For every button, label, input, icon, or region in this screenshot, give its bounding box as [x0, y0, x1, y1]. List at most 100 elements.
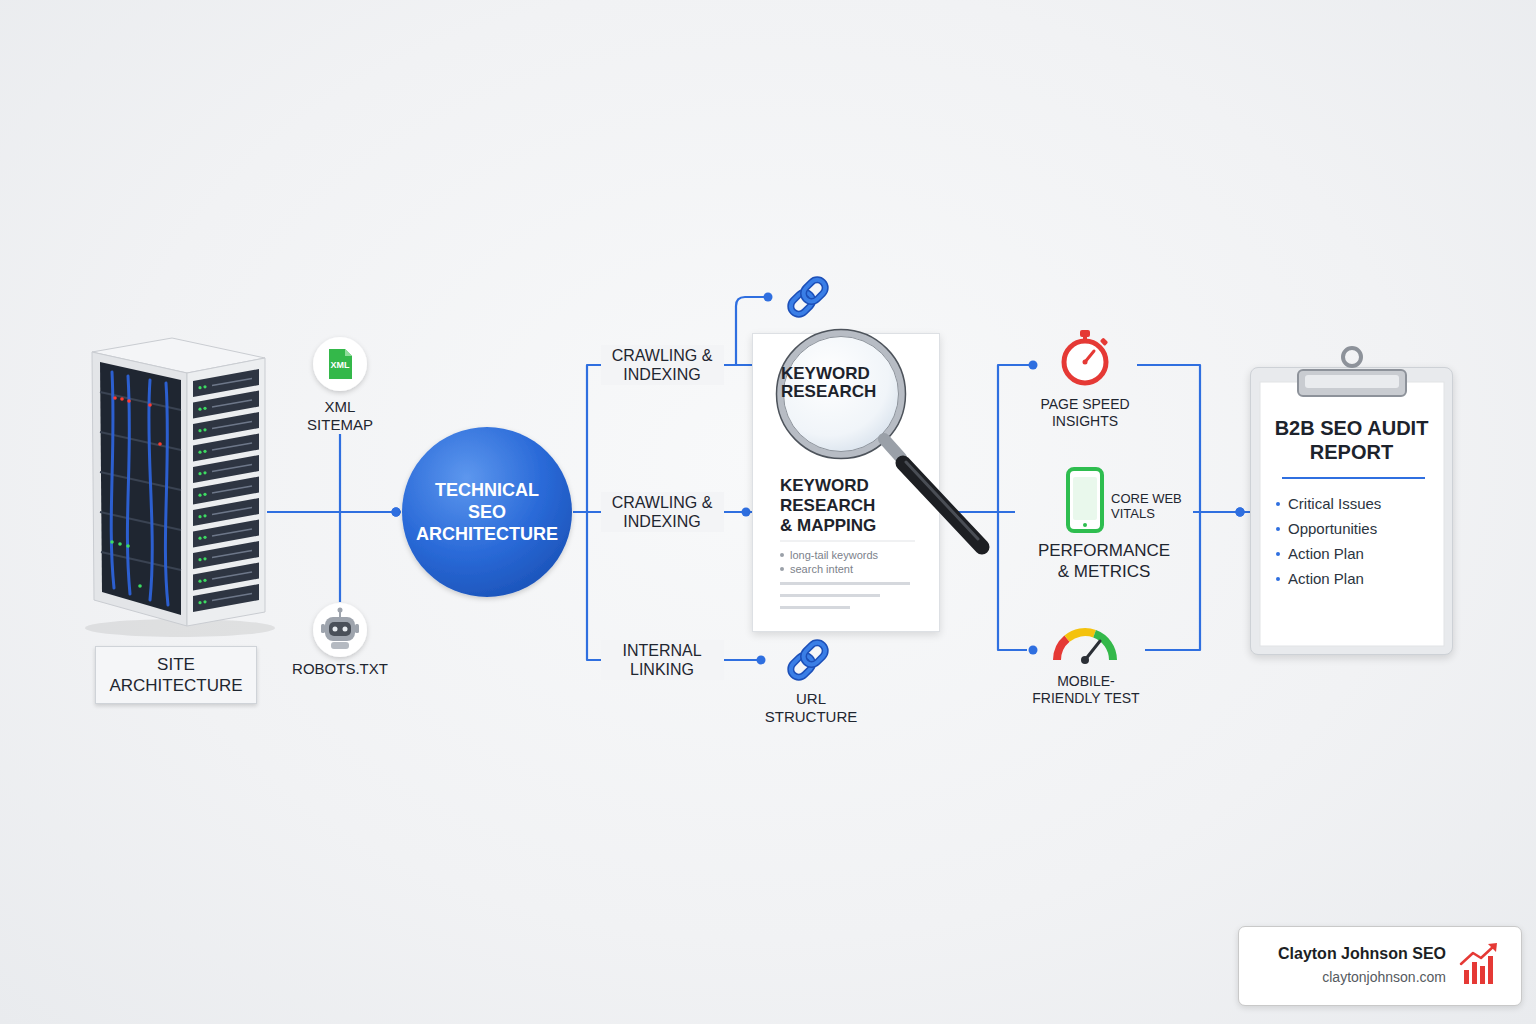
clipboard-clip — [1305, 375, 1399, 388]
connector-dot — [1029, 646, 1038, 655]
server-rack — [85, 338, 275, 637]
xml-file-icon — [313, 337, 367, 391]
connector — [340, 434, 401, 512]
connector — [573, 365, 775, 512]
server-rack — [193, 584, 259, 612]
server-rack — [193, 541, 259, 569]
robot-icon — [325, 617, 355, 641]
server-rack — [193, 455, 259, 483]
perf-title: PERFORMANCE & METRICS — [1034, 540, 1174, 582]
gauge-icon — [1095, 634, 1113, 660]
connector-dot — [1236, 508, 1245, 517]
connector — [940, 365, 1033, 512]
lens-rim — [777, 330, 906, 459]
server-rack — [111, 372, 168, 605]
document-lines — [780, 541, 915, 609]
connector-dot — [392, 508, 401, 517]
robot-icon — [355, 624, 359, 633]
clipboard-clip — [1298, 370, 1406, 396]
xml-sitemap: XMLXML SITEMAP — [292, 336, 388, 434]
phone-icon — [1068, 469, 1102, 531]
server-rack — [193, 498, 259, 526]
stopwatch-icon — [1080, 330, 1090, 337]
doc-bullet: search intent — [780, 562, 929, 576]
stopwatch-icon — [1085, 351, 1094, 362]
keyword-document: KEYWORD RESEARCH & MAPPINGlong-tail keyw… — [752, 333, 940, 632]
wm-title: Clayton Johnson SEO — [1239, 944, 1446, 964]
node-caption: ROBOTS.TXT — [285, 660, 395, 678]
wm-url: claytonjohnson.com — [1239, 968, 1446, 986]
robot-icon — [313, 603, 367, 657]
mobile-friendly-test: MOBILE-FRIENDLY TEST — [1027, 615, 1145, 707]
server-rack — [92, 352, 187, 626]
clipboard-paper — [1282, 477, 1425, 479]
server-rack — [113, 396, 162, 446]
server-rack — [126, 544, 130, 548]
clipboard-clip — [1343, 348, 1361, 366]
gauge-icon — [1067, 632, 1095, 639]
link-leader — [764, 293, 773, 302]
watermark-badge: Clayton Johnson SEO claytonjohnson.com — [1238, 926, 1522, 1006]
caption-14: PAGE SPEED INSIGHTS — [1033, 396, 1137, 430]
cwv-title: CORE WEB VITALS — [1111, 491, 1191, 521]
server-rack — [100, 472, 181, 490]
url-structure: URL STRUCTURE — [761, 632, 861, 726]
server-rack — [100, 362, 181, 615]
robot-icon — [339, 611, 341, 617]
magnifier-handle — [903, 463, 982, 547]
report-item: Critical Issues — [1276, 491, 1433, 516]
server-rack — [110, 540, 142, 588]
connector-dot — [1236, 508, 1245, 517]
growth-chart-icon — [1488, 943, 1497, 952]
robots-txt: ROBOTS.TXT — [285, 602, 395, 678]
xml-file-icon — [345, 349, 352, 356]
server-rack — [120, 397, 124, 401]
stopwatch-icon — [1100, 337, 1108, 345]
server-rack — [193, 563, 259, 591]
lens-glass — [780, 333, 902, 455]
server-rack — [138, 584, 142, 588]
edge-label: CRAWLING & INDEXING — [601, 345, 724, 385]
gauge-icon — [1085, 641, 1100, 660]
growth-chart-icon — [1461, 946, 1494, 964]
report-item: Opportunities — [1276, 516, 1433, 541]
server-rack — [193, 391, 259, 419]
server-rack — [100, 432, 181, 450]
report-title: B2B SEO AUDIT REPORT — [1270, 416, 1433, 464]
robot-icon — [329, 622, 351, 636]
node-caption: XML SITEMAP — [292, 398, 388, 434]
connector-dot — [1029, 361, 1038, 370]
server-rack — [100, 392, 181, 410]
document-lines — [780, 594, 880, 597]
phone-icon — [1068, 469, 1102, 531]
robot-icon — [343, 627, 348, 632]
magnifier-handle — [884, 439, 901, 458]
magnifier-handle — [906, 462, 978, 539]
gauge-icon — [1081, 656, 1089, 664]
stopwatch-icon — [1083, 360, 1088, 365]
link-icon — [787, 639, 828, 680]
server-rack — [193, 412, 259, 440]
gauge-icon — [1057, 632, 1113, 664]
core-circle — [402, 427, 572, 597]
stopwatch-icon — [1064, 341, 1106, 383]
doc-bullet: long-tail keywords — [780, 548, 929, 562]
stopwatch-icon — [1064, 330, 1108, 383]
server-rack — [118, 542, 122, 546]
server-rack — [127, 399, 131, 403]
server-rack — [100, 512, 181, 530]
growth-chart-icon — [1464, 970, 1469, 984]
phone-icon — [1073, 477, 1097, 520]
link-icon — [787, 276, 828, 317]
robot-icon — [321, 624, 325, 633]
connector — [340, 512, 401, 602]
link-leader — [736, 293, 773, 366]
connector-dot — [392, 508, 401, 517]
magnifier-lens: KEYWORD RESEARCH — [775, 328, 907, 460]
technical-seo-circle: TECHNICAL SEO ARCHITECTURE — [401, 426, 573, 598]
edge-label: INTERNAL LINKING — [601, 640, 724, 680]
server-rack — [111, 372, 114, 588]
server-rack — [165, 383, 168, 605]
connector-dot — [392, 508, 401, 517]
